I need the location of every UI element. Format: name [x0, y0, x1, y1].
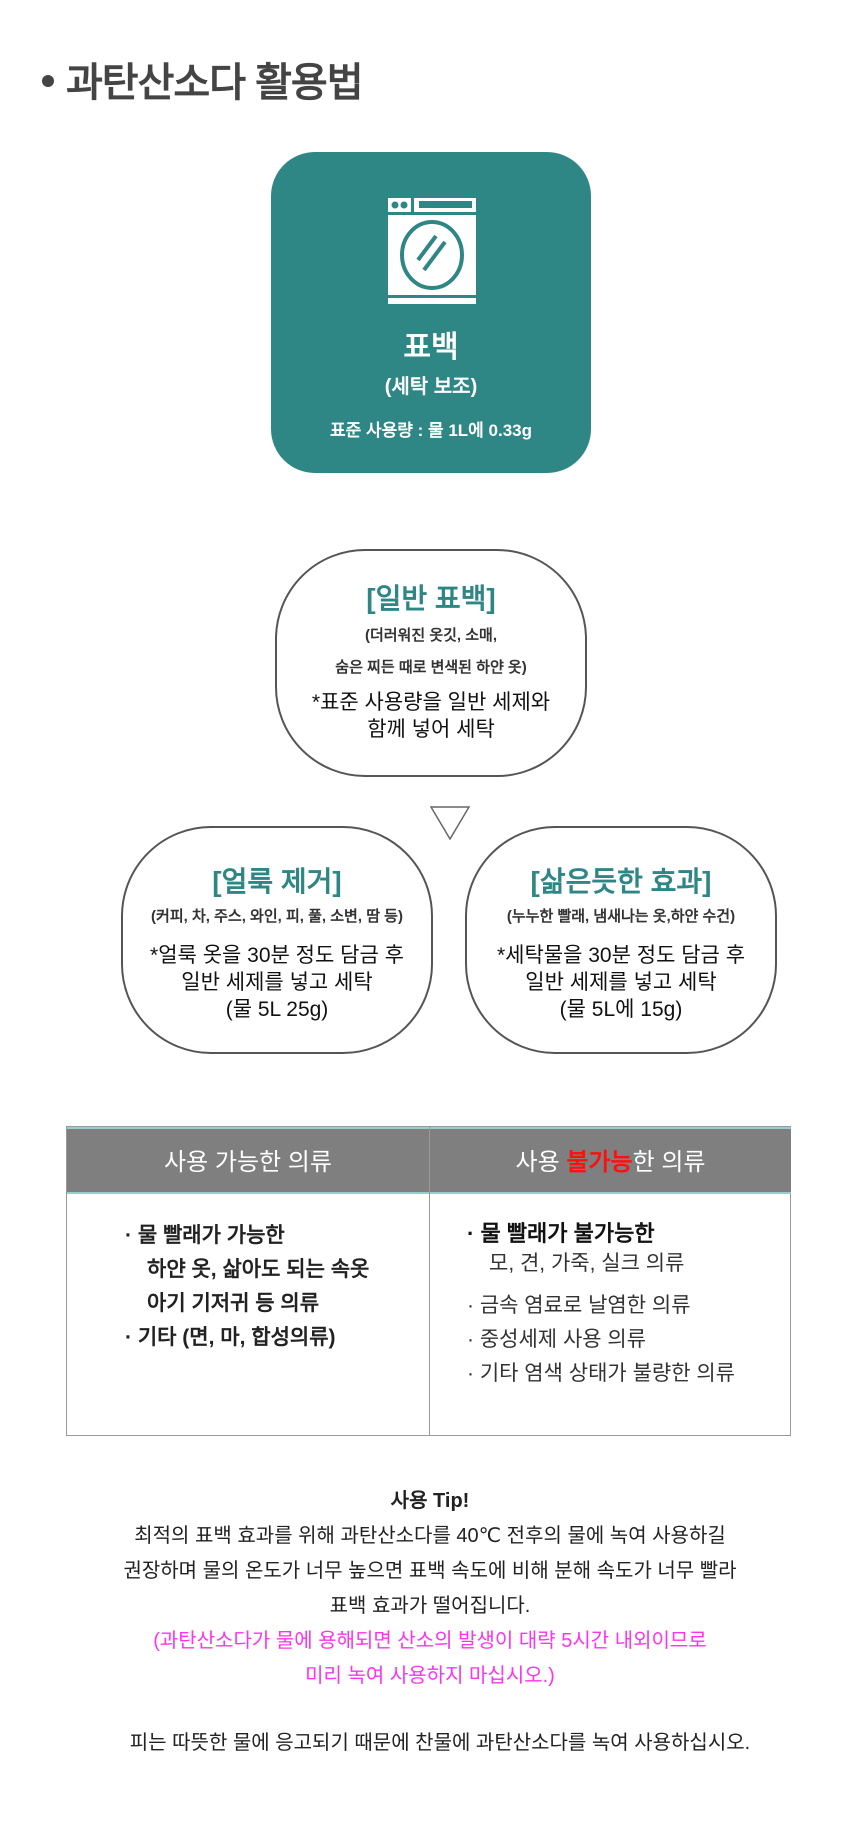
card-dose: 표준 사용량 : 물 1L에 0.33g	[329, 421, 533, 440]
bubble-paren: (누누한 빨래, 냄새나는 옷,하얀 수건)	[506, 908, 736, 925]
bubble-paren: 숨은 찌든 때로 변색된 하얀 옷)	[335, 659, 527, 676]
list-item: 아기 기저귀 등 의류	[147, 1292, 320, 1315]
bullet-icon	[42, 75, 54, 88]
boil-effect-bubble: [삶은듯한 효과] (누누한 빨래, 냄새나는 옷,하얀 수건) *세탁물을 3…	[465, 826, 777, 1054]
tip-line: 권장하며 물의 온도가 너무 높으면 표백 속도에 비해 분해 속도가 너무 빨…	[123, 1560, 737, 1582]
page-title-text: 과탄산소다 활용법	[66, 61, 364, 105]
tip-warning: (과탄산소다가 물에 용해되면 산소의 발생이 대략 5시간 내외이므로	[153, 1630, 707, 1652]
header-unusable: 사용 불가능한 의류	[430, 1127, 791, 1194]
usable-list: · 물 빨래가 가능한 하얀 옷, 삶아도 되는 속옷 아기 기저귀 등 의류 …	[125, 1219, 369, 1355]
down-triangle-icon	[430, 806, 470, 840]
bubble-body: 함께 넣어 세탁	[367, 718, 495, 741]
tip-warning: 미리 녹여 사용하지 마십시오.)	[305, 1665, 555, 1687]
list-item: · 금속 염료로 날염한 의류	[467, 1294, 691, 1317]
list-item: · 기타 염색 상태가 불량한 의류	[467, 1362, 736, 1385]
bubble-body: *얼룩 옷을 30분 정도 담금 후	[150, 944, 404, 967]
stain-removal-bubble: [얼룩 제거] (커피, 차, 주스, 와인, 피, 풀, 소변, 땀 등) *…	[121, 826, 433, 1054]
header-usable: 사용 가능한 의류	[67, 1127, 429, 1194]
tip-title: 사용 Tip!	[390, 1490, 470, 1512]
list-item: 모, 견, 가죽, 실크 의류	[489, 1252, 685, 1275]
bubble-body: *표준 사용량을 일반 세제와	[311, 691, 551, 714]
list-item: · 중성세제 사용 의류	[467, 1328, 647, 1351]
bubble-body: (물 5L 25g)	[225, 998, 329, 1021]
header-highlight: 불가능	[566, 1149, 633, 1176]
page-title: 과탄산소다 활용법	[42, 50, 364, 108]
washing-machine-icon	[388, 198, 476, 304]
clothing-table: 사용 가능한 의류 사용 불가능한 의류 · 물 빨래가 가능한 하얀 옷, 삶…	[66, 1126, 791, 1436]
bubble-heading: [일반 표백]	[366, 583, 496, 614]
tip-line: 표백 효과가 떨어집니다.	[329, 1595, 531, 1617]
card-title: 표백	[403, 331, 459, 364]
list-item: 하얀 옷, 삶아도 되는 속옷	[147, 1258, 370, 1281]
bubble-body: (물 5L에 15g)	[559, 998, 683, 1021]
usage-tips: 사용 Tip! 최적의 표백 효과를 위해 과탄산소다를 40℃ 전후의 물에 …	[0, 1484, 860, 1694]
bubble-paren: (커피, 차, 주스, 와인, 피, 풀, 소변, 땀 등)	[151, 908, 403, 925]
general-bleach-bubble: [일반 표백] (더러워진 옷깃, 소매, 숨은 찌든 때로 변색된 하얀 옷)…	[275, 549, 587, 777]
tip-blood-note: 피는 따뜻한 물에 응고되기 때문에 찬물에 과탄산소다를 녹여 사용하십시오.	[129, 1732, 751, 1754]
list-item: · 기타 (면, 마, 합성의류)	[125, 1326, 336, 1349]
card-subtitle: (세탁 보조)	[384, 376, 478, 398]
tip-line: 최적의 표백 효과를 위해 과탄산소다를 40℃ 전후의 물에 녹여 사용하길	[134, 1525, 726, 1547]
bubble-body: *세탁물을 30분 정도 담금 후	[496, 944, 746, 967]
header-text: 한 의류	[632, 1149, 706, 1176]
column-divider	[429, 1127, 430, 1435]
bleach-card: 표백 (세탁 보조) 표준 사용량 : 물 1L에 0.33g	[271, 152, 591, 473]
bubble-heading: [삶은듯한 효과]	[530, 866, 712, 897]
list-item: · 물 빨래가 가능한	[125, 1224, 285, 1247]
bubble-body: 일반 세제를 넣고 세탁	[525, 971, 717, 994]
unusable-list: · 물 빨래가 불가능한 모, 견, 가죽, 실크 의류 · 금속 염료로 날염…	[467, 1217, 735, 1391]
header-text: 사용	[515, 1149, 567, 1176]
bubble-body: 일반 세제를 넣고 세탁	[181, 971, 373, 994]
bubble-heading: [얼룩 제거]	[212, 866, 342, 897]
list-item: · 물 빨래가 불가능한	[467, 1221, 655, 1246]
bubble-paren: (더러워진 옷깃, 소매,	[364, 627, 498, 644]
